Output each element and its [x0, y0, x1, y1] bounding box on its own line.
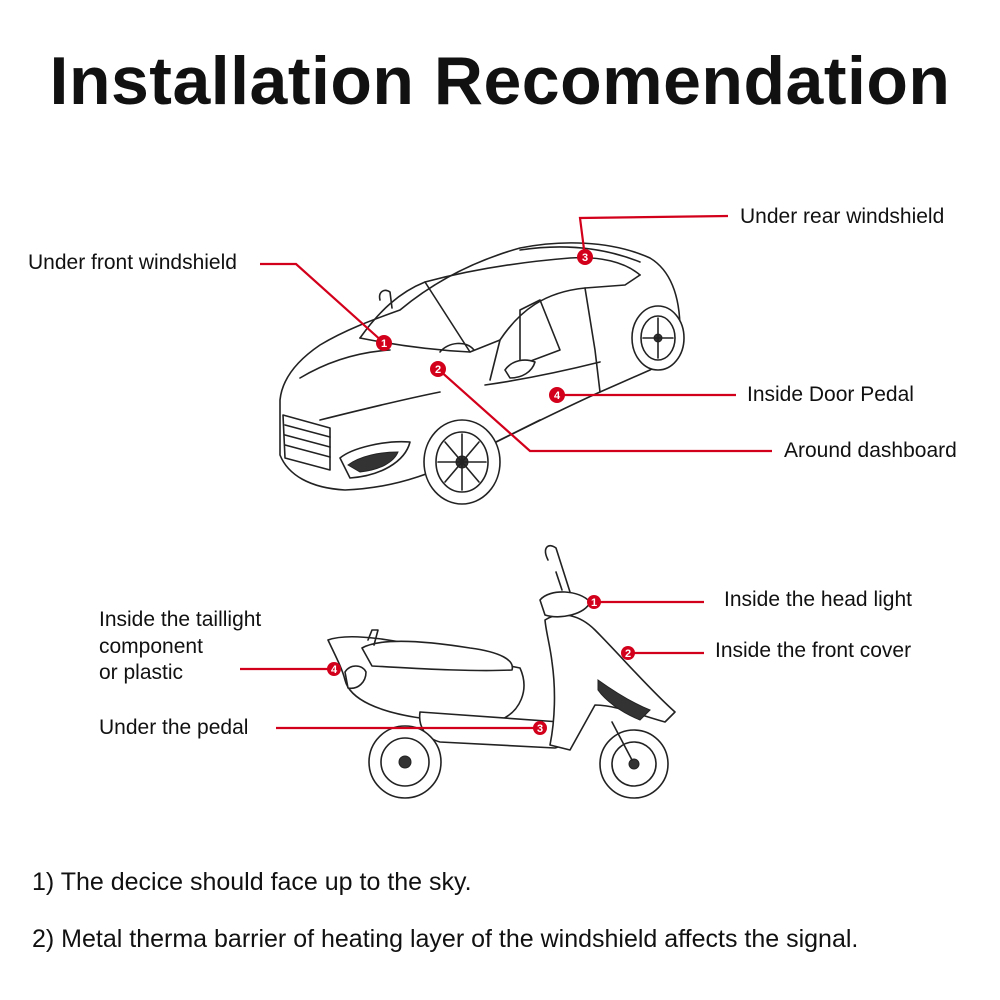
svg-text:2: 2	[625, 648, 631, 660]
label-around-dashboard: Around dashboard	[784, 438, 957, 464]
svg-text:3: 3	[537, 723, 543, 735]
svg-text:4: 4	[331, 664, 338, 676]
car-marker-4: 4	[549, 387, 565, 403]
label-taillight-line3: or plastic	[99, 660, 183, 686]
svg-text:1: 1	[381, 338, 387, 350]
scooter-marker-2: 2	[621, 646, 635, 660]
scooter-front-wheel	[600, 722, 668, 798]
label-inside-front-cover: Inside the front cover	[715, 638, 911, 664]
svg-text:2: 2	[435, 364, 441, 376]
svg-text:3: 3	[582, 252, 588, 264]
scooter-illustration	[328, 546, 675, 798]
car-illustration	[280, 243, 684, 504]
note-1: 1) The decice should face up to the sky.	[32, 868, 472, 897]
label-under-rear-windshield: Under rear windshield	[740, 204, 944, 230]
scooter-rear-wheel	[369, 726, 441, 798]
svg-text:1: 1	[591, 597, 597, 609]
label-inside-door-pedal: Inside Door Pedal	[747, 382, 914, 408]
label-under-front-windshield: Under front windshield	[28, 250, 237, 276]
label-taillight-line1: Inside the taillight	[99, 607, 261, 633]
label-inside-head-light: Inside the head light	[724, 587, 912, 613]
car-rear-wheel	[632, 306, 684, 370]
scooter-marker-1: 1	[587, 595, 601, 609]
note-2: 2) Metal therma barrier of heating layer…	[32, 925, 858, 954]
car-marker-2: 2	[430, 361, 446, 377]
label-taillight-line2: component	[99, 634, 203, 660]
car-front-wheel	[424, 420, 500, 504]
scooter-marker-4: 4	[327, 662, 341, 676]
scooter-marker-3: 3	[533, 721, 547, 735]
car-marker-1: 1	[376, 335, 392, 351]
svg-text:4: 4	[554, 390, 561, 402]
car-marker-3: 3	[577, 249, 593, 265]
label-under-the-pedal: Under the pedal	[99, 715, 248, 741]
